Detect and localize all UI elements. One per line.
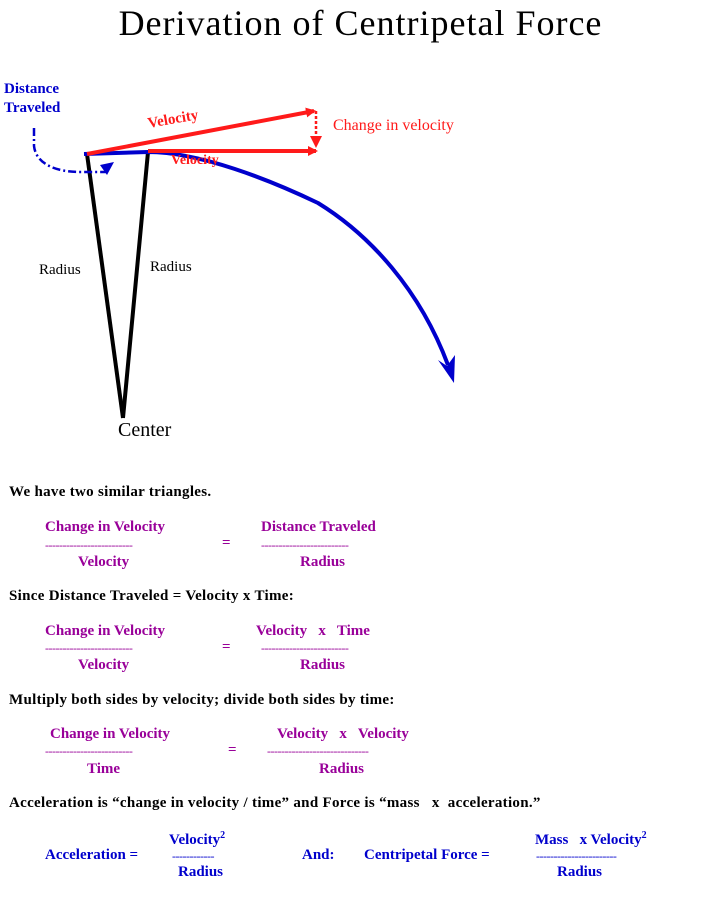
eq1-right-bar: ------------------------- (261, 538, 349, 552)
eq2-left-bar: ------------------------- (45, 641, 133, 655)
acceleration-exponent: 2 (220, 830, 226, 841)
distance-arrowhead (100, 162, 114, 175)
radius-label-left: Radius (39, 262, 81, 278)
eq3-equals: = (228, 742, 237, 758)
eq2-right-denominator: Radius (300, 657, 346, 673)
centripetal-force-label: Centripetal Force = (364, 847, 490, 863)
acceleration-label: Acceleration = (45, 847, 139, 863)
eq2-left-denominator: Velocity (78, 657, 130, 673)
velocity-label-bottom: Velocity (171, 153, 219, 168)
eq1-equals: = (222, 535, 231, 551)
similar-triangles-text: We have two similar triangles. (9, 484, 212, 500)
eq2-equals: = (222, 639, 231, 655)
force-numerator-text: Mass x Velocity (535, 832, 642, 848)
and-label: And: (302, 847, 335, 863)
eq3-left-numerator: Change in Velocity (50, 726, 171, 742)
distance-label-line2: Traveled (4, 100, 61, 116)
eq3-right-denominator: Radius (319, 761, 365, 777)
radius-line-left (85, 153, 125, 419)
eq3-left-bar: ------------------------- (45, 744, 133, 758)
eq2-right-numerator: Velocity x Time (256, 623, 370, 639)
eq1-right-numerator: Distance Traveled (261, 519, 376, 535)
page-title: Derivation of Centripetal Force (118, 3, 603, 43)
eq1-left-bar: ------------------------- (45, 538, 133, 552)
center-label: Center (118, 419, 172, 441)
force-denominator: Radius (557, 864, 603, 880)
acceleration-denominator: Radius (178, 864, 224, 880)
radius-line-right (121, 151, 150, 419)
eq1-left-numerator: Change in Velocity (45, 519, 166, 535)
force-numerator: Mass x Velocity2 (535, 830, 647, 849)
circular-path (83, 149, 450, 366)
multiply-divide-text: Multiply both sides by velocity; divide … (9, 692, 395, 708)
eq3-right-bar: ----------------------------- (267, 744, 369, 758)
distance-velocity-time-text: Since Distance Traveled = Velocity x Tim… (9, 588, 295, 604)
change-velocity-arrowhead (310, 136, 322, 148)
eq2-right-bar: ------------------------- (261, 641, 349, 655)
eq1-left-denominator: Velocity (78, 554, 130, 570)
eq3-right-numerator: Velocity x Velocity (277, 726, 409, 742)
acceleration-numerator-text: Velocity (169, 832, 221, 848)
change-in-velocity-label: Change in velocity (333, 117, 454, 134)
radius-label-right: Radius (150, 259, 192, 275)
distance-arrow (32, 128, 106, 174)
path-arrowhead (438, 355, 455, 383)
acceleration-bar: ------------ (172, 849, 214, 863)
eq2-left-numerator: Change in Velocity (45, 623, 166, 639)
eq1-right-denominator: Radius (300, 554, 346, 570)
velocity-vector-top (86, 107, 316, 156)
force-exponent: 2 (641, 830, 647, 841)
acceleration-numerator: Velocity2 (169, 830, 225, 849)
force-bar: ----------------------- (536, 849, 617, 863)
eq3-left-denominator: Time (87, 761, 121, 777)
distance-label-line1: Distance (4, 81, 59, 97)
acceleration-force-text: Acceleration is “change in velocity / ti… (9, 795, 541, 811)
centripetal-diagram (32, 107, 455, 419)
